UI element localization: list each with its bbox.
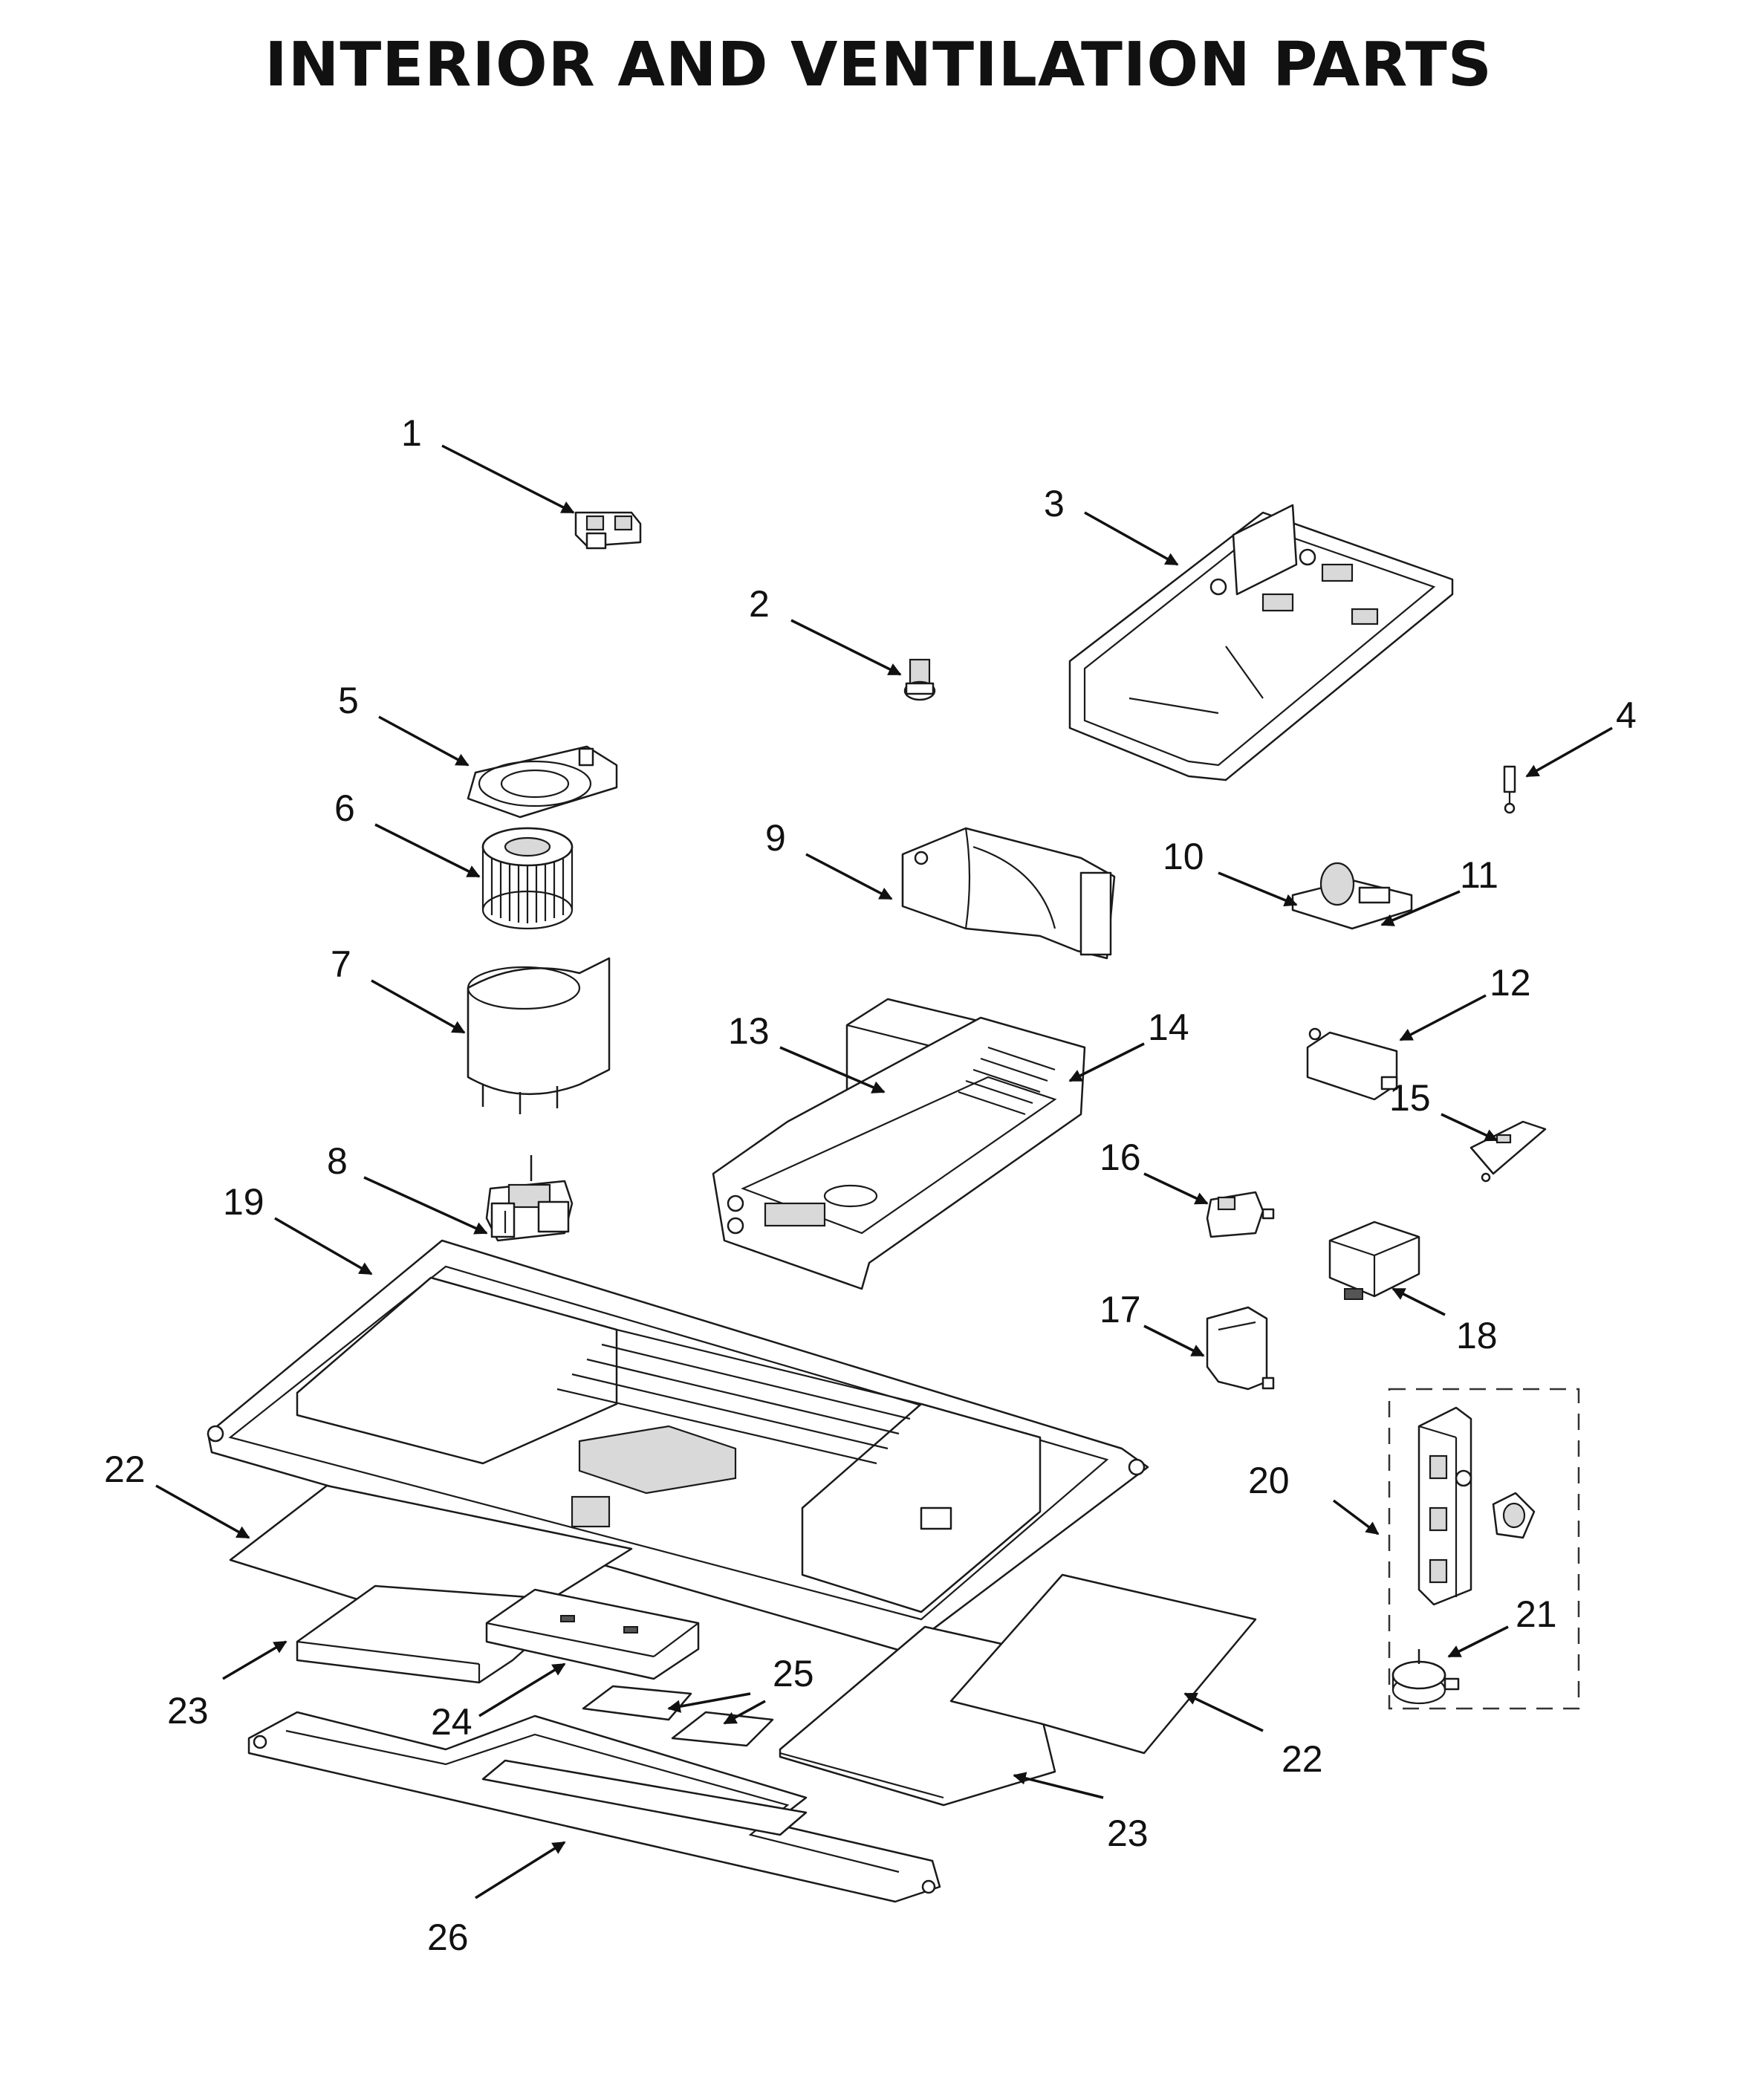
callout-15: 15 bbox=[1389, 1077, 1431, 1119]
callout-10: 10 bbox=[1163, 836, 1204, 877]
callout-4: 4 bbox=[1616, 695, 1637, 736]
part-6-blower-wheel[interactable] bbox=[481, 827, 574, 930]
callout-22-left: 22 bbox=[104, 1449, 146, 1490]
callout-labels: 1 2 3 4 5 6 7 8 9 10 11 12 13 14 15 16 1… bbox=[104, 412, 1637, 1958]
callout-25: 25 bbox=[773, 1653, 814, 1694]
callout-8: 8 bbox=[327, 1140, 348, 1182]
callout-6: 6 bbox=[334, 787, 355, 829]
page-title: INTERIOR AND VENTILATION PARTS bbox=[264, 30, 1493, 100]
callout-20: 20 bbox=[1248, 1460, 1290, 1501]
callout-17: 17 bbox=[1100, 1289, 1141, 1330]
part-21-turntable-motor[interactable] bbox=[1391, 1649, 1460, 1705]
callout-23-right: 23 bbox=[1107, 1813, 1149, 1854]
part-14-base-plate[interactable] bbox=[712, 1016, 1086, 1290]
part-20-group-outline bbox=[1388, 1388, 1580, 1710]
callout-7: 7 bbox=[331, 943, 351, 985]
callout-14: 14 bbox=[1148, 1007, 1189, 1048]
callout-18: 18 bbox=[1456, 1315, 1498, 1356]
callout-23-left: 23 bbox=[167, 1690, 209, 1732]
callout-12: 12 bbox=[1490, 962, 1531, 1004]
part-18-high-voltage-capacitor[interactable] bbox=[1328, 1220, 1420, 1300]
part-11-capacitor[interactable] bbox=[1319, 862, 1391, 906]
part-20-control-assembly[interactable] bbox=[1417, 1406, 1536, 1606]
part-1-switch[interactable] bbox=[574, 511, 642, 550]
callout-21: 21 bbox=[1516, 1593, 1557, 1635]
callout-13: 13 bbox=[728, 1010, 770, 1052]
part-22-right-film[interactable] bbox=[949, 1573, 1257, 1755]
part-5-blower-plate[interactable] bbox=[467, 745, 618, 819]
part-17-bracket[interactable] bbox=[1206, 1306, 1275, 1391]
part-7-blower-housing[interactable] bbox=[467, 957, 611, 1114]
part-12-plate[interactable] bbox=[1306, 1027, 1398, 1101]
callout-19: 19 bbox=[223, 1181, 264, 1223]
callout-3: 3 bbox=[1044, 483, 1065, 524]
callout-2: 2 bbox=[749, 583, 770, 625]
part-24-center-bar[interactable] bbox=[485, 1588, 700, 1680]
part-3-bracket[interactable] bbox=[1068, 504, 1454, 781]
callout-5: 5 bbox=[338, 680, 359, 721]
callout-1: 1 bbox=[401, 412, 422, 454]
part-15-cover[interactable] bbox=[1469, 1120, 1547, 1183]
callout-24: 24 bbox=[431, 1701, 472, 1743]
part-25-pads[interactable] bbox=[582, 1685, 774, 1747]
part-4-thermistor[interactable] bbox=[1503, 765, 1516, 814]
callout-16: 16 bbox=[1100, 1137, 1141, 1178]
part-2-thermal-fuse[interactable] bbox=[903, 658, 936, 701]
part-16-switch[interactable] bbox=[1206, 1191, 1275, 1238]
callout-9: 9 bbox=[765, 817, 786, 859]
callout-26: 26 bbox=[427, 1917, 469, 1958]
part-19-cavity-frame[interactable] bbox=[207, 1239, 1149, 1658]
part-26-bottom-frame[interactable] bbox=[247, 1711, 941, 1903]
part-9-air-duct[interactable] bbox=[901, 827, 1116, 960]
leader-lines bbox=[155, 444, 1613, 1899]
part-8-motor[interactable] bbox=[485, 1155, 574, 1242]
callout-11: 11 bbox=[1460, 854, 1498, 896]
callout-22-right: 22 bbox=[1282, 1738, 1323, 1780]
